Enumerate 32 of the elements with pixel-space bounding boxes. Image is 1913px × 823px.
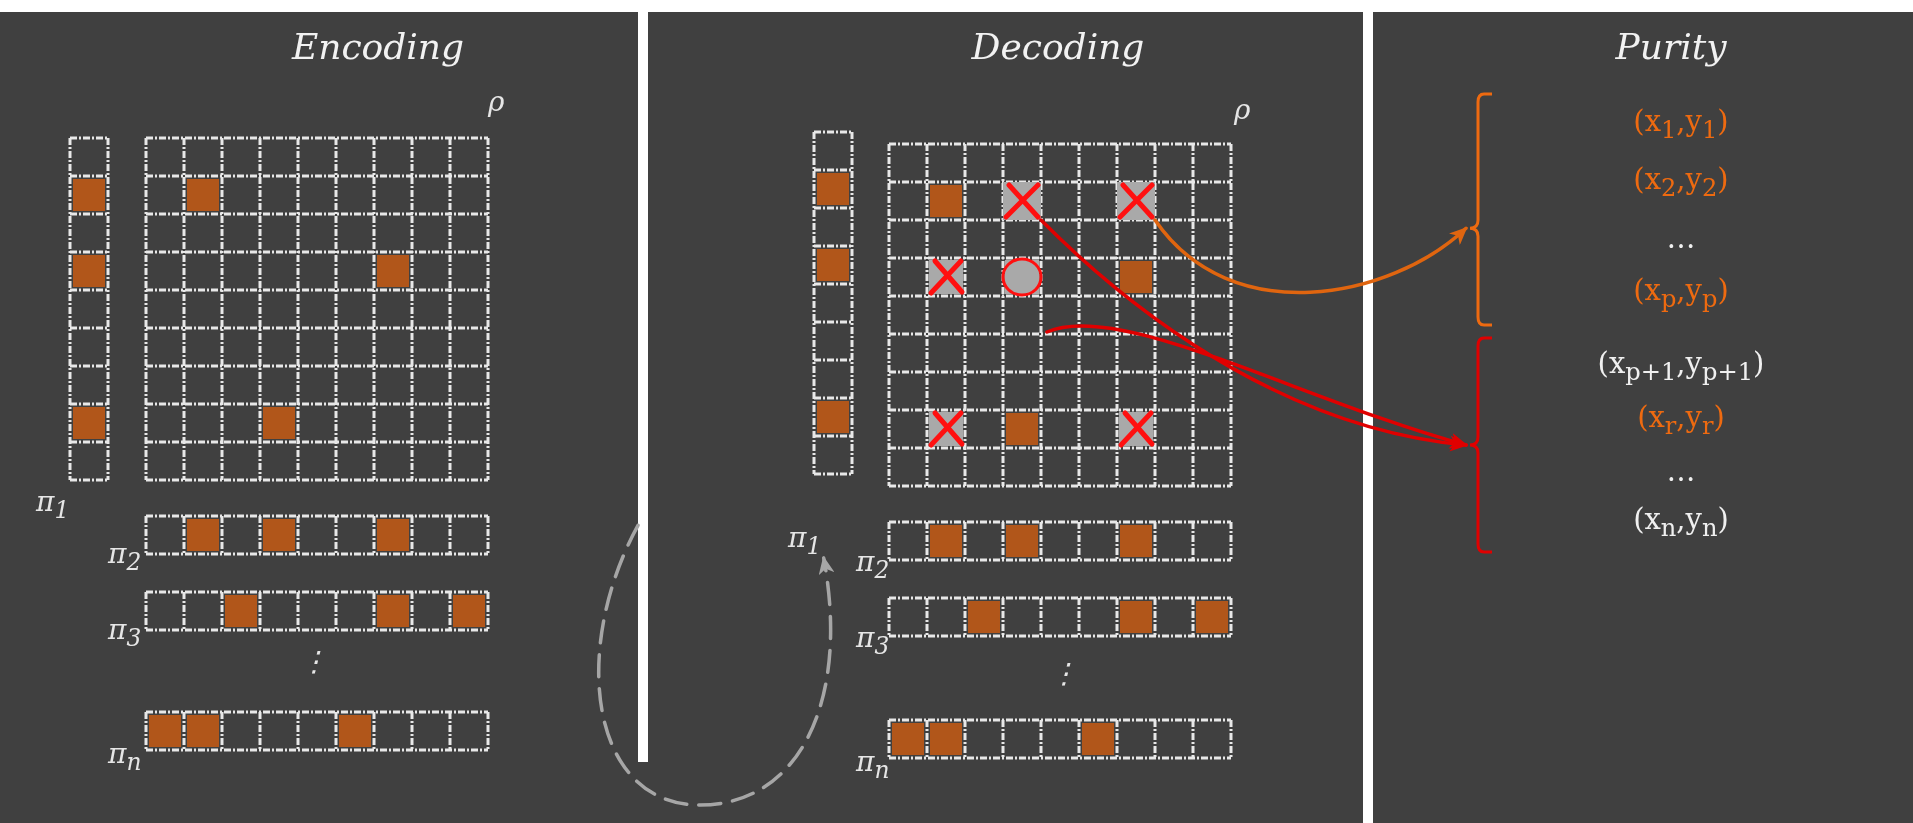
- coordinate-text: (x$_{1}$,y$_{1}$): [1633, 106, 1729, 144]
- arrow: [1153, 218, 1468, 295]
- coordinate-text: (x$_{n}$,y$_{n}$): [1633, 504, 1729, 542]
- coordinate-text: (x$_{p}$,y$_{p}$): [1633, 275, 1729, 313]
- permutation-label: π$_{2}$: [856, 548, 890, 582]
- panel: [1373, 12, 1913, 823]
- coordinate-text: …: [1666, 222, 1696, 255]
- coordinate-text: …: [1666, 455, 1696, 488]
- permutation-label: π$_{n}$: [856, 748, 890, 782]
- matrix-label: ρ: [1234, 96, 1251, 124]
- permutation-label: π$_{1}$: [788, 524, 822, 558]
- crossed-cell: [1117, 182, 1155, 220]
- coordinate-text: (x$_{r}$,y$_{r}$): [1637, 402, 1725, 440]
- arrow: [597, 523, 834, 807]
- coordinate-text: (x$_{2}$,y$_{2}$): [1633, 164, 1729, 202]
- vertical-ellipsis: ⋮: [300, 648, 328, 676]
- panel-title: Purity: [1615, 26, 1727, 67]
- crossed-cell: [1003, 182, 1041, 220]
- permutation-label: π$_{3}$: [108, 616, 142, 650]
- matrix-label: ρ: [488, 88, 505, 116]
- panel-title: Encoding: [291, 26, 465, 67]
- coordinate-text: (x$_{p+1}$,y$_{p+1}$): [1597, 348, 1765, 386]
- permutation-label: π$_{n}$: [108, 740, 142, 774]
- arrow: [1045, 324, 1468, 449]
- panel-title: Decoding: [971, 26, 1145, 67]
- arrow: [1039, 218, 1468, 451]
- permutation-label: π$_{2}$: [108, 540, 142, 574]
- panel: [0, 12, 638, 823]
- panel: [648, 12, 1363, 823]
- permutation-label: π$_{1}$: [36, 488, 70, 522]
- vertical-ellipsis: ⋮: [1050, 660, 1078, 688]
- permutation-label: π$_{3}$: [856, 624, 890, 658]
